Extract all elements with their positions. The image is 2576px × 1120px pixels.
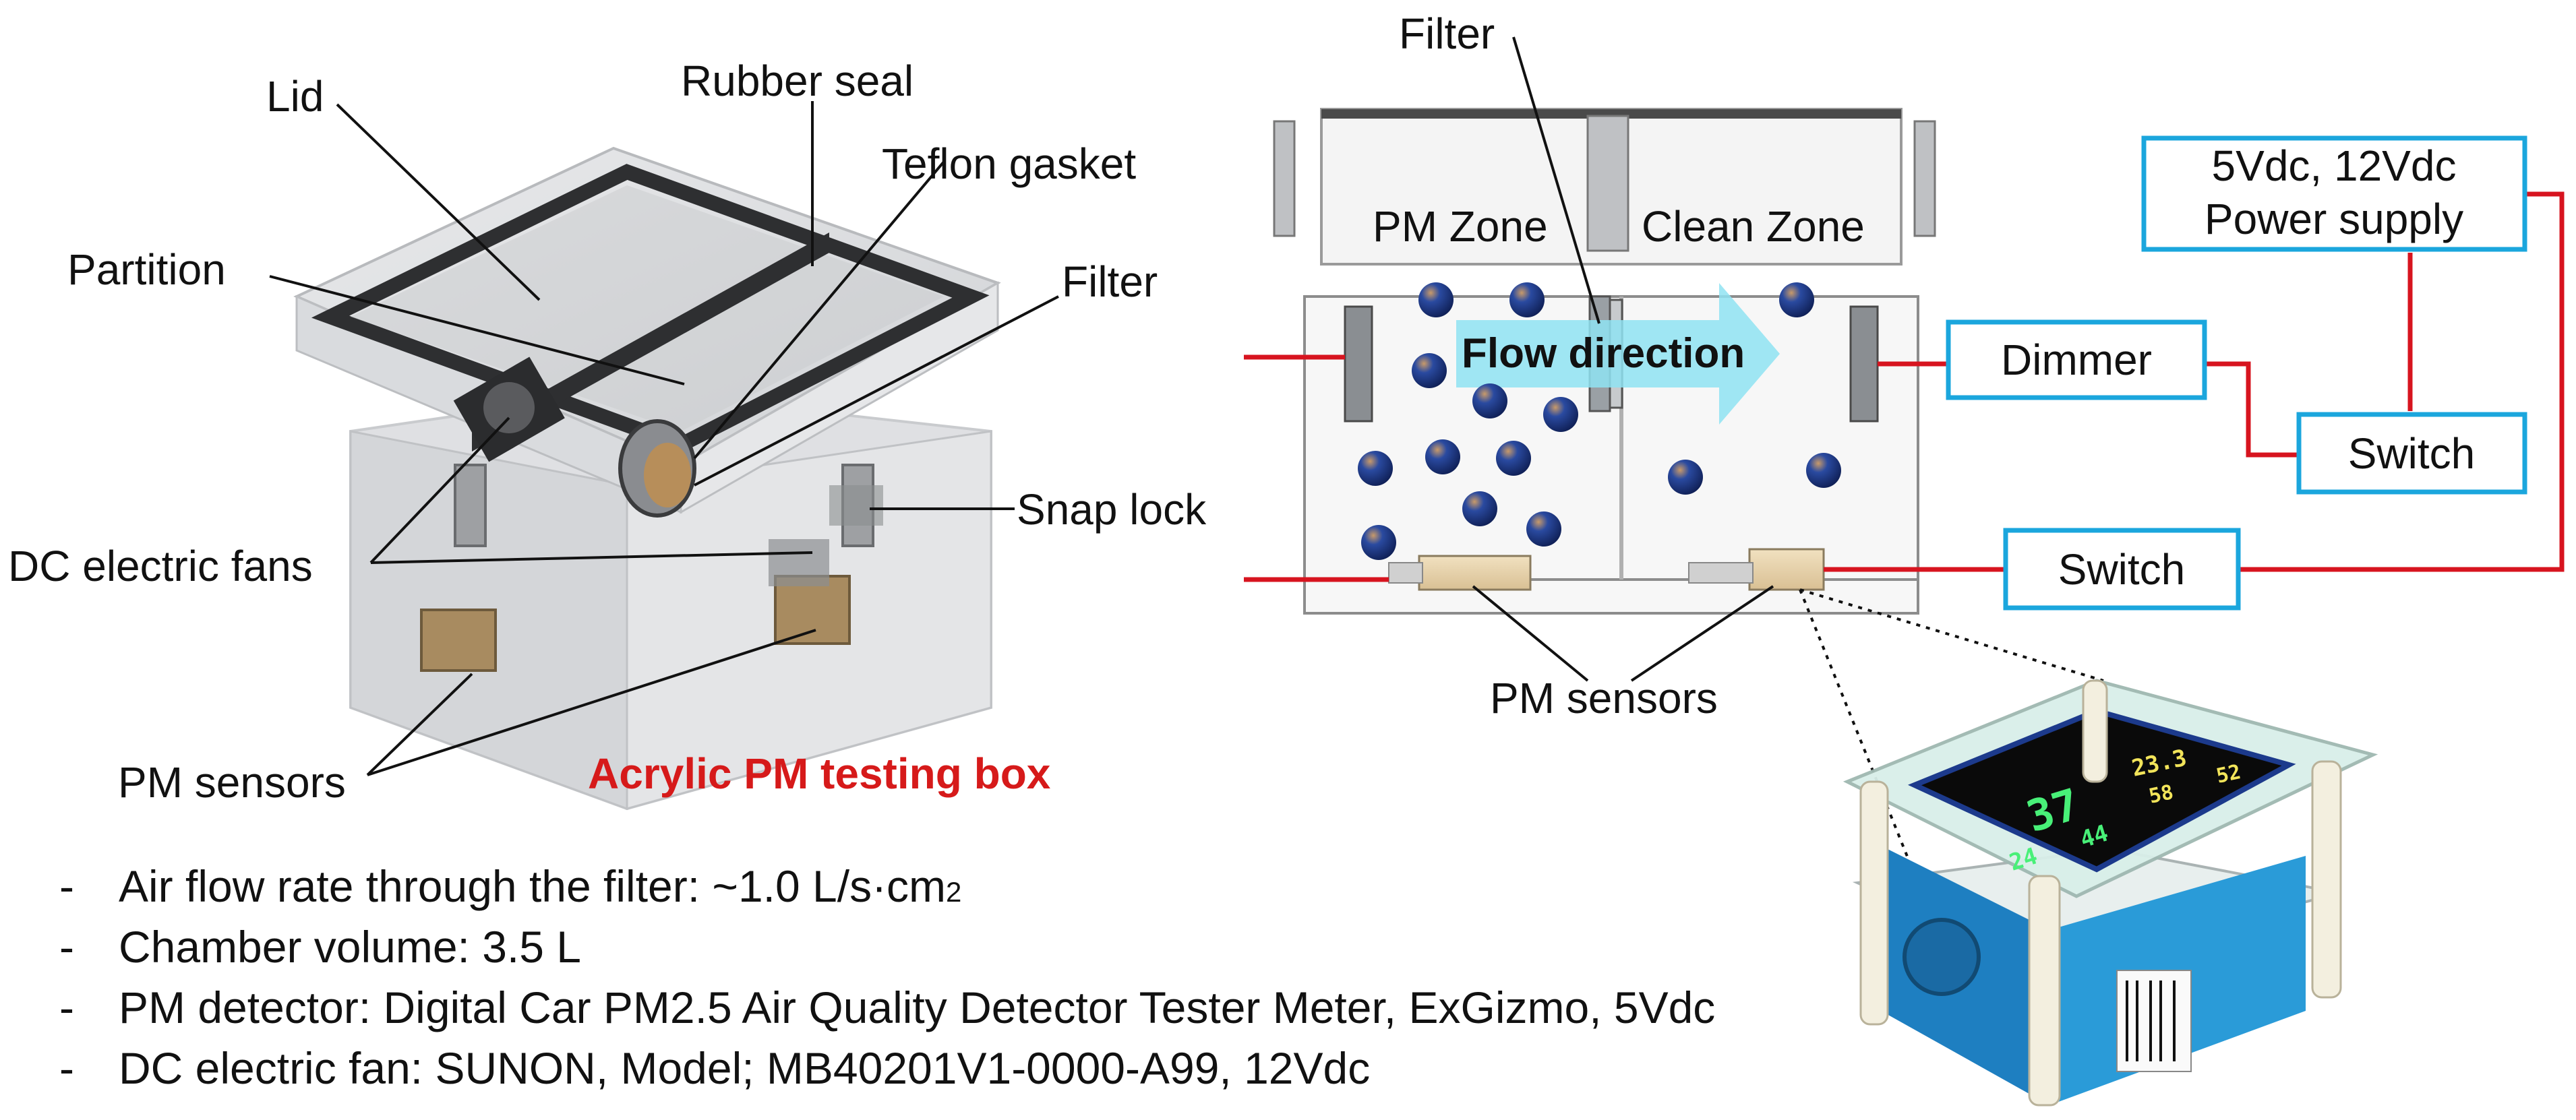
label-filter-right: Filter <box>1399 9 1495 58</box>
spec-list: - Air flow rate through the filter: ~1.0… <box>59 856 1880 1098</box>
bullet-dash: - <box>59 983 74 1032</box>
label-dc-fans: DC electric fans <box>8 542 313 590</box>
spec-text: PM detector: Digital Car PM2.5 Air Quali… <box>119 983 1716 1032</box>
label-teflon-gasket: Teflon gasket <box>882 139 1136 188</box>
dimmer-box <box>1946 319 2207 400</box>
left-labels: Lid Rubber seal Teflon gasket Partition … <box>8 57 1207 807</box>
label-flow-direction: Flow direction <box>1462 330 1745 377</box>
label-snap-lock: Snap lock <box>1017 485 1207 534</box>
label-pm-sensors-right: PM sensors <box>1490 674 1718 722</box>
bullet-dash: - <box>59 922 74 972</box>
label-pm-sensors-left: PM sensors <box>118 758 346 807</box>
spec-text: DC electric fan: SUNON, Model; MB40201V1… <box>119 1043 1371 1093</box>
label-filter-left: Filter <box>1062 257 1158 306</box>
acrylic-box-illustration <box>293 146 1001 811</box>
schematic-labels: Filter PM Zone Clean Zone Flow direction… <box>1373 9 1865 722</box>
spec-item-detector: - PM detector: Digital Car PM2.5 Air Qua… <box>59 977 1880 1038</box>
label-lid: Lid <box>266 72 324 121</box>
power-supply-line2: Power supply <box>2205 195 2463 243</box>
display-rh-value: 58 <box>2147 780 2176 809</box>
pm-detector-device: 37 24 44 23.3 58 52 <box>1843 679 2378 1107</box>
spec-item-volume: - Chamber volume: 3.5 L <box>59 916 1880 977</box>
switch-bottom-label: Switch <box>2058 545 2186 594</box>
flow-arrow <box>1456 283 1780 425</box>
control-boxes: 5Vdc, 12Vdc Power supply Dimmer Switch S… <box>1946 135 2527 611</box>
label-clean-zone: Clean Zone <box>1642 202 1865 251</box>
display-aqi-value: 52 <box>2214 760 2243 788</box>
power-supply-box <box>2141 135 2527 252</box>
power-supply-line1: 5Vdc, 12Vdc <box>2212 142 2457 190</box>
label-box-title: Acrylic PM testing box <box>588 749 1051 798</box>
label-rubber-seal: Rubber seal <box>681 57 913 105</box>
left-leader-lines <box>269 101 1059 776</box>
spec-text: Chamber volume: 3.5 L <box>119 922 582 972</box>
spec-text: Air flow rate through the filter: ~1.0 L… <box>119 861 947 911</box>
switch-bottom-box <box>2003 528 2241 611</box>
spec-item-fan: - DC electric fan: SUNON, Model; MB40201… <box>59 1038 1880 1098</box>
label-partition: Partition <box>67 245 226 294</box>
pm-particles <box>1358 282 1841 560</box>
bullet-dash: - <box>59 1043 74 1093</box>
label-pm-zone: PM Zone <box>1373 202 1548 251</box>
switch-top-label: Switch <box>2348 429 2476 478</box>
dimmer-label: Dimmer <box>2001 336 2152 384</box>
switch-top-box <box>2296 412 2527 495</box>
bullet-dash: - <box>59 861 74 911</box>
spec-item-airflow: - Air flow rate through the filter: ~1.0… <box>59 856 1880 916</box>
